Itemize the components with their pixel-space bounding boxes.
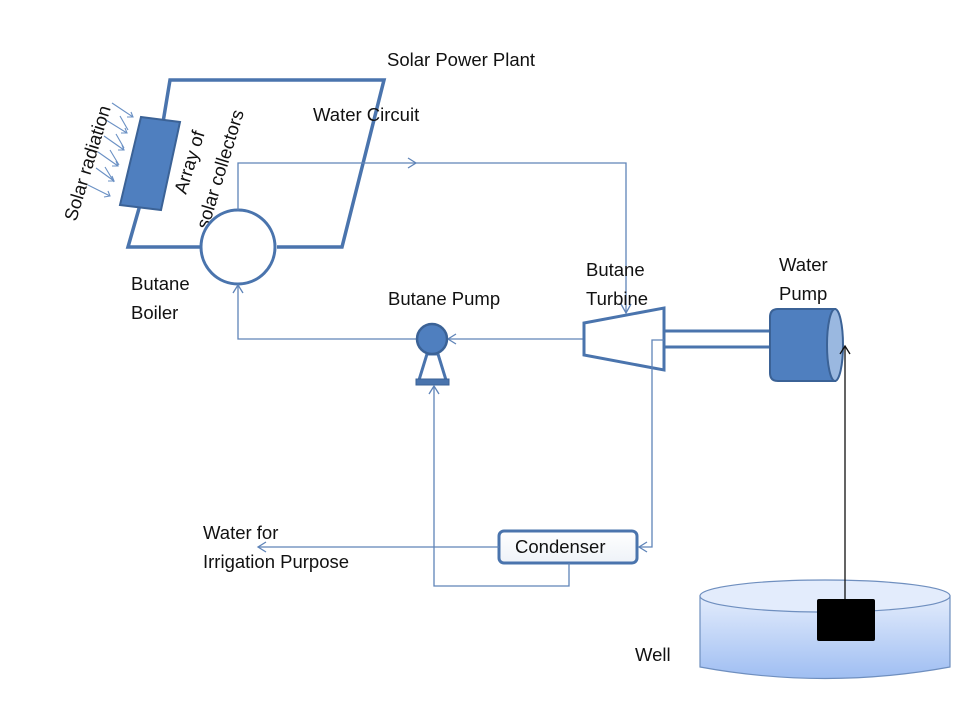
pump-stand bbox=[416, 352, 449, 382]
butane-boiler bbox=[199, 208, 277, 286]
solar-radiation-label: Solar radiation bbox=[60, 103, 115, 223]
pump-base bbox=[415, 378, 450, 386]
butane-pump-label: Butane Pump bbox=[388, 288, 500, 309]
flow-condenser-to-pump bbox=[433, 386, 570, 587]
turbine-label-line1: Butane bbox=[586, 259, 645, 280]
flow-boiler-to-turbine bbox=[237, 162, 627, 312]
flow-arrow-icon bbox=[428, 384, 440, 395]
flow-pump-to-boiler bbox=[237, 285, 417, 340]
condenser-label: Condenser bbox=[515, 536, 606, 557]
ray-line bbox=[115, 133, 125, 149]
solar-collector-array bbox=[118, 115, 182, 212]
ray-arrow-icon bbox=[105, 119, 128, 134]
flow-arrow-icon bbox=[620, 303, 632, 315]
water-pump-label-line2: Pump bbox=[779, 283, 827, 304]
ray-arrow-icon bbox=[87, 184, 111, 198]
solar-radiation-rays bbox=[87, 102, 134, 198]
submersible-pump-block bbox=[817, 599, 875, 641]
water-pump-body bbox=[769, 308, 836, 382]
irrigation-label-line1: Water for bbox=[203, 522, 278, 543]
water-pump bbox=[769, 308, 844, 382]
flow-arrow-icon bbox=[232, 283, 244, 294]
turbine-label-line2: Turbine bbox=[586, 288, 648, 309]
flow-arrow-icon bbox=[256, 541, 267, 553]
ray-line bbox=[104, 166, 115, 183]
ray-arrow-icon bbox=[95, 167, 115, 182]
water-circuit-label: Water Circuit bbox=[313, 104, 419, 125]
ray-line bbox=[119, 115, 129, 131]
butane-turbine bbox=[582, 306, 666, 372]
ray-arrow-icon bbox=[97, 151, 119, 167]
pump-body-icon bbox=[415, 322, 449, 356]
irrigation-label-line2: Irrigation Purpose bbox=[203, 551, 349, 572]
flow-turbine-to-condenser bbox=[639, 339, 664, 548]
ray-arrow-icon bbox=[111, 102, 134, 118]
butane-pump bbox=[415, 322, 450, 386]
boiler-label-line1: Butane bbox=[131, 273, 190, 294]
flow-arrow-icon bbox=[839, 344, 851, 355]
water-pump-label-line1: Water bbox=[779, 254, 828, 275]
flow-arrow-icon bbox=[637, 541, 648, 553]
water-circuit-return-line bbox=[125, 204, 200, 249]
boiler-label-line2: Boiler bbox=[131, 302, 178, 323]
well-label: Well bbox=[635, 644, 671, 665]
flow-arrow-icon bbox=[407, 157, 418, 169]
diagram-title: Solar Power Plant bbox=[387, 49, 535, 70]
ray-line bbox=[109, 149, 120, 166]
water-pump-face bbox=[826, 308, 844, 382]
